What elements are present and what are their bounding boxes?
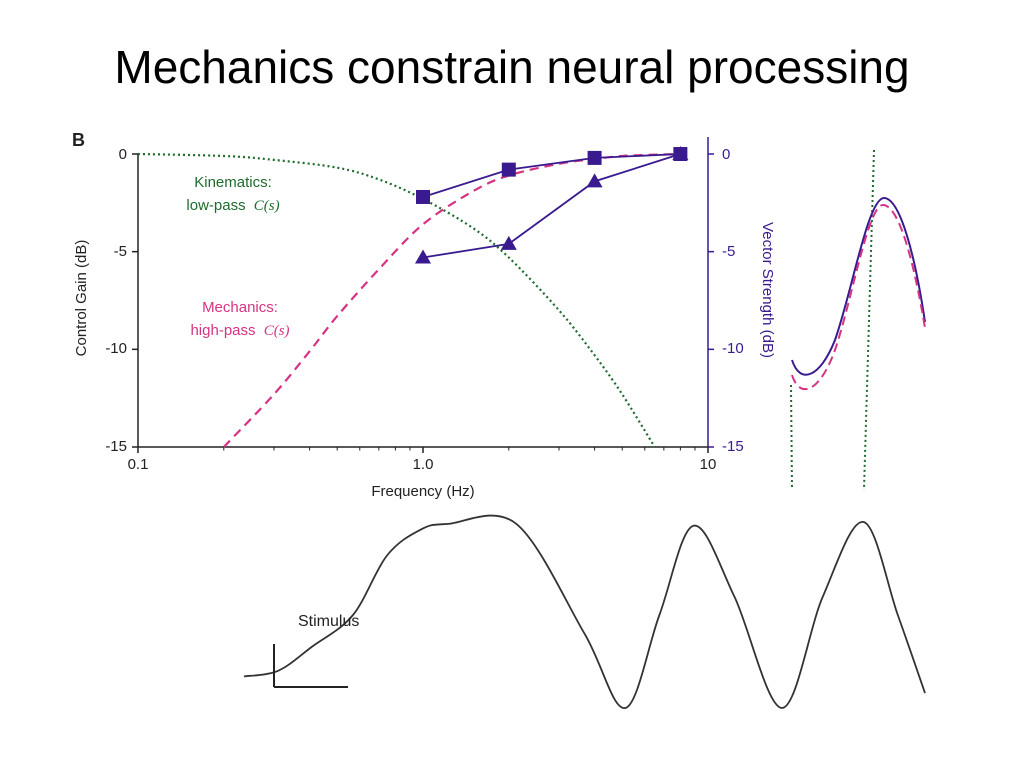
panel-label: B [72, 130, 85, 150]
vector_square-series-line [422, 153, 681, 198]
y-tick-left-2: -10 [105, 340, 127, 357]
kinematics-sublabel: low-pass C(s) [186, 197, 279, 214]
series-layer [137, 146, 689, 448]
x-tick-0: 0.1 [128, 456, 149, 473]
kinematics-series-line [137, 152, 656, 448]
vector_square-marker-0 [416, 189, 430, 204]
inset-mechanics-curve [791, 203, 926, 391]
stimulus-layer [243, 514, 926, 709]
scale-bar [273, 644, 348, 688]
mechanics-series-line [223, 152, 681, 448]
stimulus-label: Stimulus [298, 613, 359, 630]
vector_triangle-marker-2 [586, 173, 603, 188]
y-tick-right-2: -10 [722, 340, 744, 357]
vector_square-marker-1 [501, 162, 516, 177]
y-tick-right-3: -15 [722, 438, 744, 455]
inset-vector-curve [791, 196, 926, 376]
mechanics-highpass: high-pass [190, 322, 255, 339]
vector_triangle-marker-1 [500, 235, 517, 250]
vector_square-marker-2 [587, 150, 602, 165]
y-tick-right-1: -5 [722, 243, 735, 260]
y-tick-left-1: -5 [114, 243, 127, 260]
y-axis-label-left: Control Gain (dB) [73, 240, 90, 357]
y-tick-right-0: 0 [722, 146, 730, 163]
vector_triangle-marker-3 [672, 146, 689, 160]
stimulus-trace [243, 514, 926, 709]
x-axis-label: Frequency (Hz) [371, 483, 474, 500]
vector_triangle-marker-0 [415, 249, 431, 264]
x-tick-1: 1.0 [413, 456, 434, 473]
tick-marks [132, 153, 714, 453]
mechanics-label: Mechanics: [202, 299, 278, 316]
kinematics-cs: C(s) [254, 198, 280, 214]
y-tick-left-3: -15 [105, 438, 127, 455]
inset-kinematics-line [863, 149, 875, 491]
inset-zoom [790, 149, 926, 491]
x-tick-2: 10 [700, 456, 717, 473]
kinematics-label: Kinematics: [194, 174, 272, 191]
kinematics-lowpass: low-pass [186, 197, 245, 214]
y-tick-left-0: 0 [119, 146, 127, 163]
vector_triangle-series-line [422, 153, 681, 259]
y-axis-label-right: Vector Strength (dB) [759, 222, 776, 358]
mechanics-sublabel: high-pass C(s) [190, 322, 289, 339]
inset-kinematics-line-left [790, 384, 793, 491]
slide-title: Mechanics constrain neural processing [114, 41, 910, 93]
mechanics-cs: C(s) [264, 323, 290, 339]
